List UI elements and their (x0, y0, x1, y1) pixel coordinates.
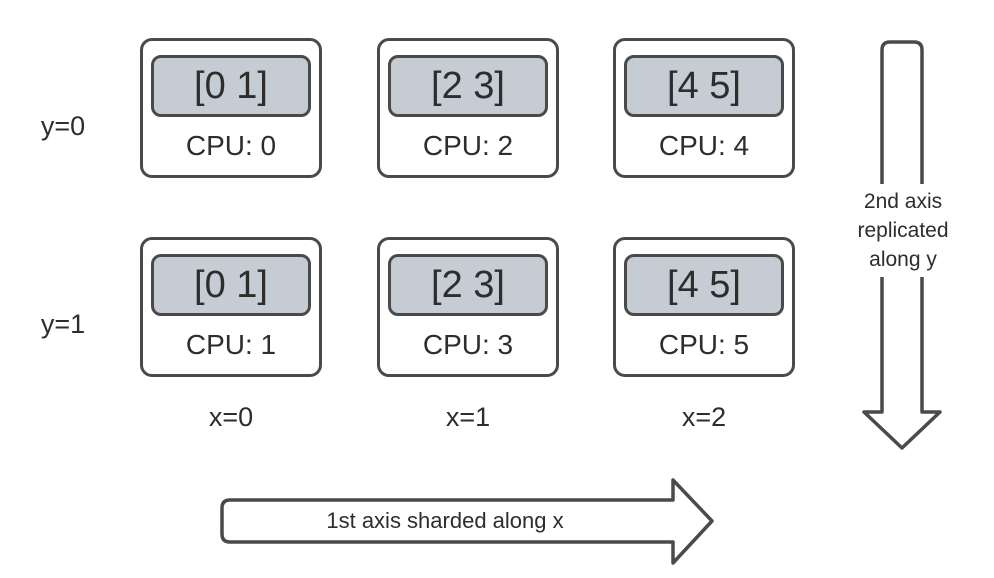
cpu-label: CPU: 2 (422, 130, 514, 161)
x-shard-arrow-icon (220, 478, 714, 565)
device-box-cpu-5: [4 5] CPU: 5 (613, 237, 795, 377)
shard-chip: [4 5] (624, 254, 784, 316)
x-axis-annotation: 1st axis sharded along x (326, 508, 564, 533)
y-axis-annotation: 2nd axis replicated along y (845, 184, 961, 277)
col-label-x1: x=1 (445, 402, 491, 432)
y-axis-annotation-line-1: 2nd axis (863, 190, 943, 213)
shard-chip: [0 1] (151, 254, 311, 316)
device-box-cpu-0: [0 1] CPU: 0 (140, 38, 322, 178)
device-box-cpu-2: [2 3] CPU: 2 (377, 38, 559, 178)
cpu-label: CPU: 3 (422, 329, 514, 360)
col-label-x2: x=2 (681, 402, 727, 432)
cpu-label: CPU: 1 (185, 329, 277, 360)
cpu-label: CPU: 5 (658, 329, 750, 360)
device-box-cpu-1: [0 1] CPU: 1 (140, 237, 322, 377)
shard-chip: [2 3] (388, 55, 548, 117)
shard-chip: [4 5] (624, 55, 784, 117)
shard-chip: [2 3] (388, 254, 548, 316)
device-box-cpu-4: [4 5] CPU: 4 (613, 38, 795, 178)
cpu-label: CPU: 4 (658, 130, 750, 161)
col-label-x0: x=0 (208, 402, 254, 432)
shard-chip: [0 1] (151, 55, 311, 117)
cpu-label: CPU: 0 (185, 130, 277, 161)
row-label-y0: y=0 (40, 111, 86, 141)
y-axis-annotation-line-2: replicated (857, 219, 949, 242)
row-label-y1: y=1 (40, 309, 86, 339)
y-axis-annotation-line-3: along y (869, 248, 937, 271)
device-box-cpu-3: [2 3] CPU: 3 (377, 237, 559, 377)
